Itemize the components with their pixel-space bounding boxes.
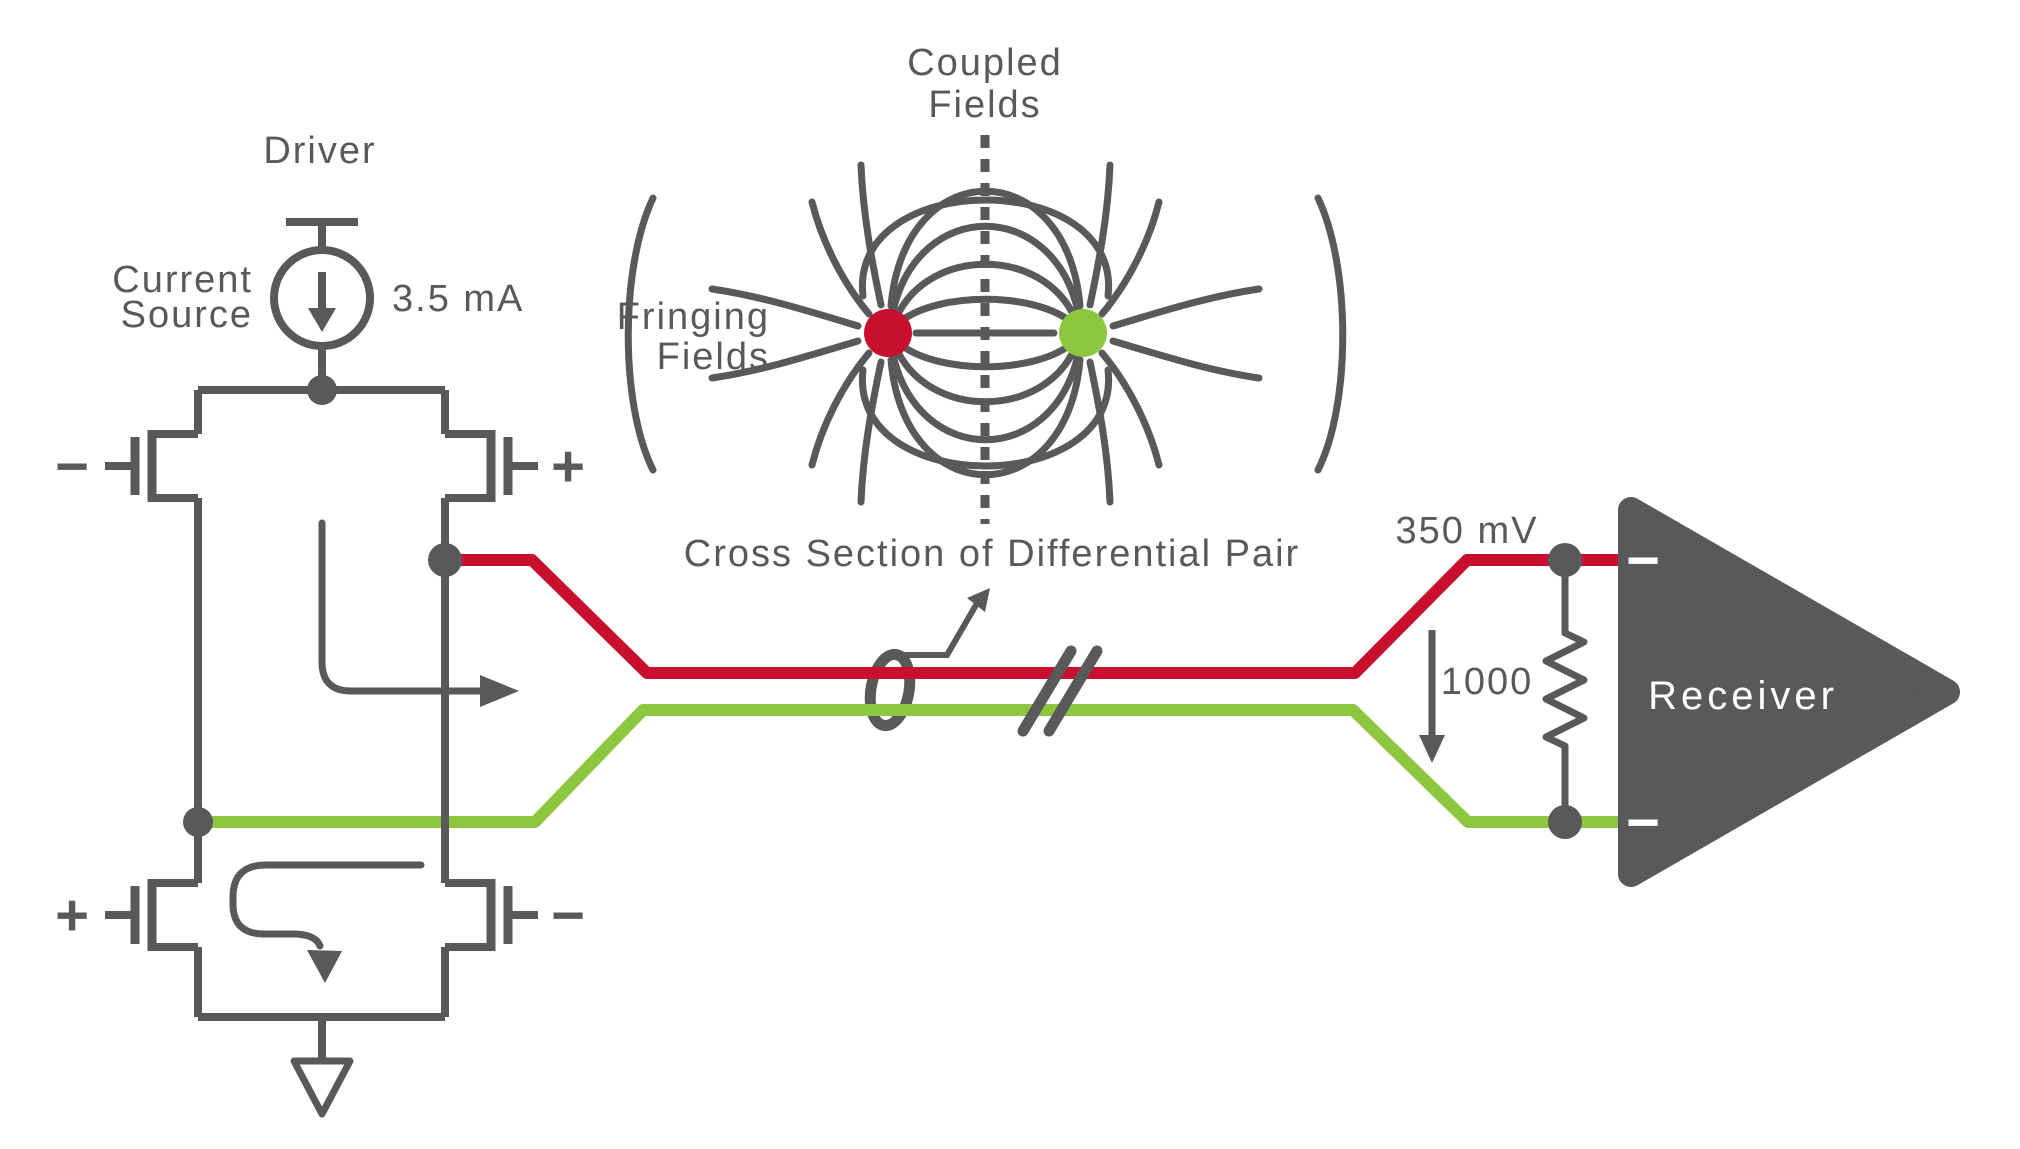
current-source-arrow-icon xyxy=(308,272,336,332)
mosfet-upper-left xyxy=(105,430,198,502)
receiver-label: Receiver xyxy=(1648,674,1838,718)
current-source-label-line1: Current xyxy=(112,259,253,301)
coupled-fields-label-line1: Coupled xyxy=(907,42,1063,84)
mosfet-lower-left xyxy=(105,879,198,951)
receiver-circuit: − − 350 mV 1000 Receiver xyxy=(1396,497,1960,887)
driver-circuit: Driver Current Source 3.5 mA − + + − xyxy=(55,130,585,1118)
mosfet-lower-right xyxy=(445,879,538,951)
fringing-field-lines-right xyxy=(1090,165,1343,502)
receiver-triangle xyxy=(1618,497,1960,887)
wire-positive-red xyxy=(445,554,1618,679)
coupled-fields-label-line2: Fields xyxy=(928,84,1041,126)
pointer-arrow-icon xyxy=(895,588,990,658)
cross-section-label: Cross Section of Differential Pair xyxy=(684,533,1300,575)
current-flow-arrow-lower-icon xyxy=(229,861,425,983)
fringing-fields-label-line2: Fields xyxy=(657,336,770,378)
mosfet-upper-right xyxy=(445,430,538,502)
receiver-input-minus-top: − xyxy=(1626,528,1660,593)
junction-dot xyxy=(183,807,213,837)
driver-label: Driver xyxy=(263,130,376,172)
termination-resistor-icon xyxy=(1542,560,1588,822)
field-cross-section: Coupled Fields Fringing Fields Cross Sec… xyxy=(617,42,1343,575)
junction-dot xyxy=(428,543,462,577)
voltage-label: 350 mV xyxy=(1396,510,1539,552)
current-direction-arrow-icon xyxy=(1419,630,1445,763)
junction-dot xyxy=(307,375,337,405)
gate-polarity-upper-right: + xyxy=(551,434,585,499)
ground-icon xyxy=(290,1017,354,1118)
gate-polarity-lower-left: + xyxy=(55,883,89,948)
gate-polarity-lower-right: − xyxy=(551,883,585,948)
transmission-line xyxy=(198,554,1618,828)
receiver-input-minus-bottom: − xyxy=(1626,790,1660,855)
conductor-dot-green xyxy=(1059,309,1107,357)
current-flow-arrow-upper-icon xyxy=(318,519,519,707)
current-value-label: 3.5 mA xyxy=(392,278,524,320)
termination-value-label: 1000 xyxy=(1441,661,1534,703)
fringing-fields-label-line1: Fringing xyxy=(617,296,770,338)
line-break-icon xyxy=(1017,645,1103,737)
cable-loop-icon xyxy=(864,648,916,732)
junction-dot xyxy=(1548,805,1582,839)
current-source-label-line2: Source xyxy=(121,294,253,336)
wire-negative-green xyxy=(198,704,1618,828)
junction-dot xyxy=(1548,543,1582,577)
gate-polarity-upper-left: − xyxy=(55,434,89,499)
conductor-dot-red xyxy=(864,309,912,357)
